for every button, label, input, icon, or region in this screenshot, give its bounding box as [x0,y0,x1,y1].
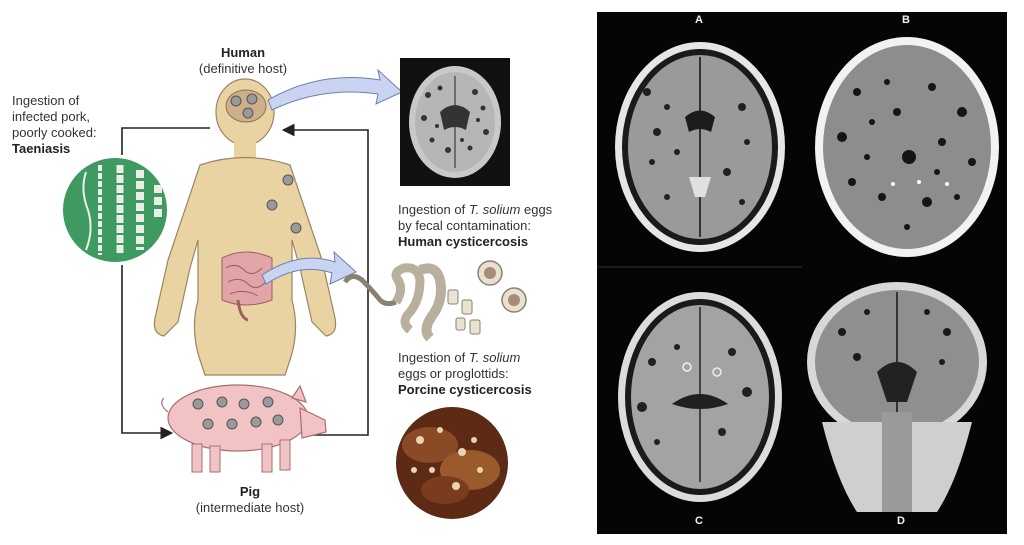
brain-mri-thumbnail [400,58,510,186]
intestine-icon [221,251,273,322]
pig-subtitle: (intermediate host) [195,500,305,515]
hc-line2: by fecal contamination: [398,218,531,233]
hc-line1-italic: T. solium [468,202,521,217]
pig-figure [161,384,327,473]
hc-title: Human cysticercosis [398,234,529,249]
scan-grid [597,37,999,512]
egg-icon [477,260,503,286]
hc-line1-post: eggs [520,202,553,217]
human-label: Human (definitive host) [183,45,303,77]
human-figure [153,78,337,376]
human-subtitle: (definitive host) [198,61,288,76]
scan-c-image [618,292,782,502]
brain-to-mri-arrow [267,68,403,111]
infected-pork-photo [396,407,508,519]
human-title: Human [220,45,266,60]
cyst-icon [266,199,278,211]
pig-title: Pig [239,484,261,499]
taeniasis-label: Ingestion of infected pork, poorly cooke… [12,93,97,157]
scan-d-image [807,282,987,512]
scan-a-image [615,42,785,252]
scan-b-image [815,37,999,257]
pc-line1-pre: Ingestion of [398,350,469,365]
taeniasis-line: poorly cooked: [12,125,97,140]
lifecycle-diagram [63,58,527,519]
human-cysticercosis-label: Ingestion of T. solium eggs by fecal con… [398,202,552,250]
egg-icon [501,287,527,313]
cyst-icon [290,222,302,234]
pig-label: Pig (intermediate host) [180,484,320,516]
scan-panel: A B C D [597,12,1007,534]
scan-a-letter: A [695,14,703,26]
hc-line1-pre: Ingestion of [398,202,469,217]
taeniasis-line: Ingestion of [12,93,80,108]
scan-b-letter: B [902,14,910,26]
tapeworm-icon [342,263,481,342]
pc-line1-italic: T. solium [468,350,521,365]
porcine-cysticercosis-label: Ingestion of T. solium eggs or proglotti… [398,350,532,398]
pork-tapeworm-photo [63,158,167,262]
taeniasis-line: infected pork, [12,109,91,124]
cyst-icon [282,174,294,186]
scan-c-letter: C [695,515,703,527]
pc-title: Porcine cysticercosis [398,382,532,397]
intestine-to-worm-arrow [261,250,357,285]
taeniasis-title: Taeniasis [12,141,71,156]
pc-line2: eggs or proglottids: [398,366,509,381]
cycle-lines [121,123,369,440]
scan-d-letter: D [897,515,905,527]
